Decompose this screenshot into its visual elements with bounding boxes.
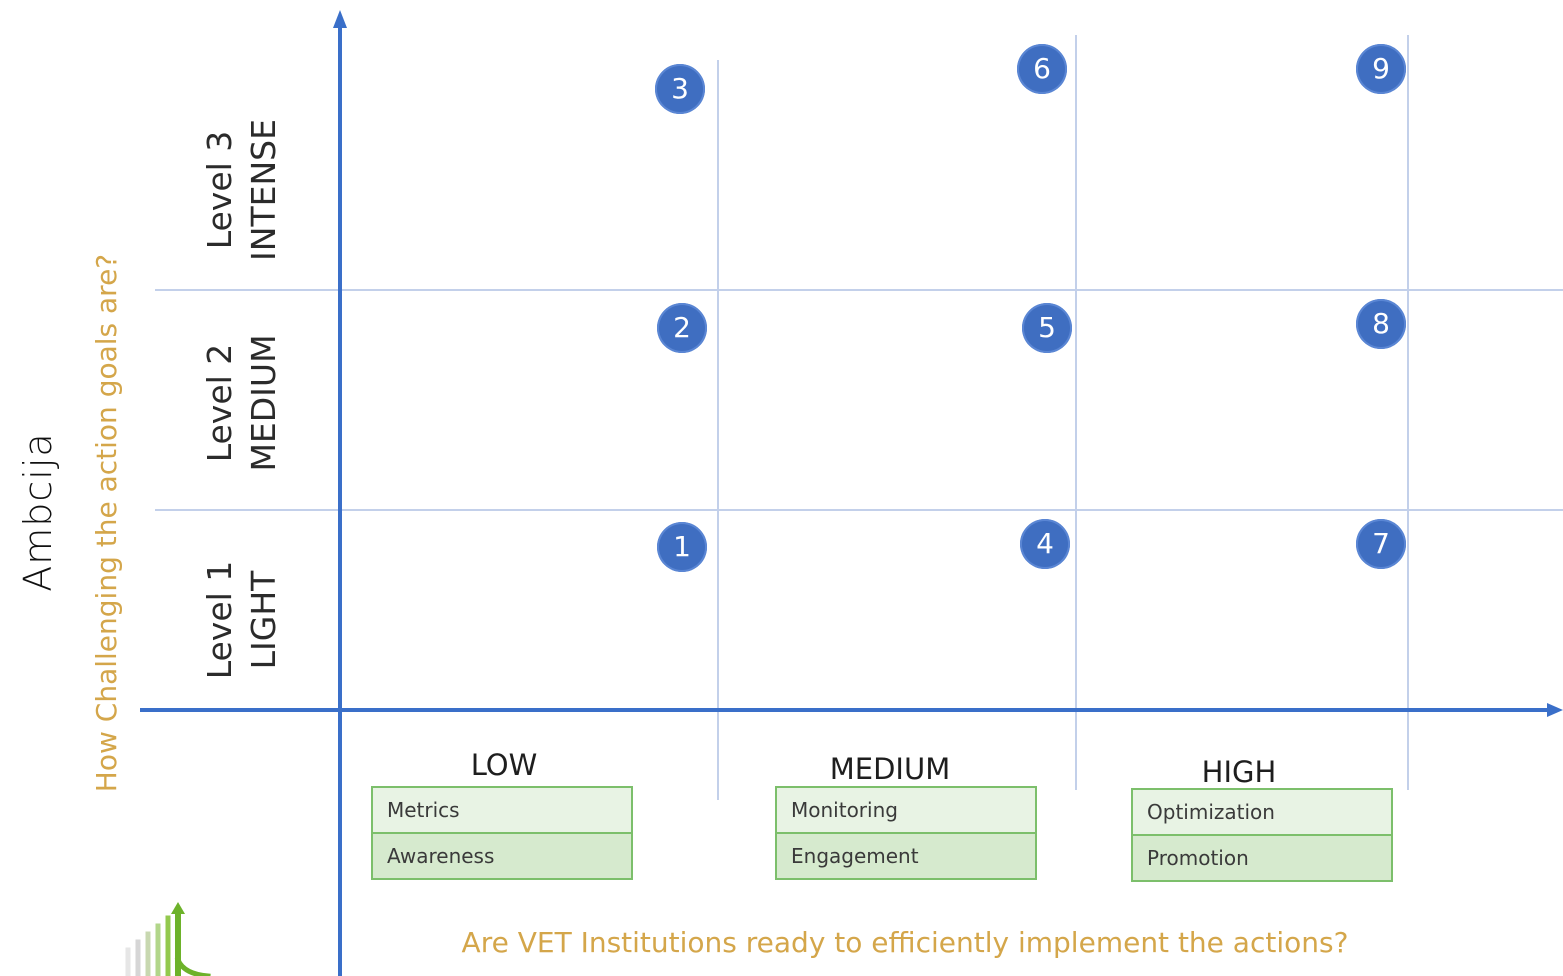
level-2-label: Level 2 MEDIUM [198,298,288,508]
level-1-name: LIGHT [244,570,283,670]
medium-item-engagement: Engagement [777,832,1035,878]
high-item-promotion: Promotion [1133,834,1391,880]
y-axis-question: How Challenging the action goals are? [90,253,123,793]
column-high-box: Optimization Promotion [1131,788,1393,882]
cell-badge-6: 6 [1017,44,1067,94]
column-high-label: HIGH [1201,755,1277,789]
cell-badge-7: 7 [1356,519,1406,569]
x-axis-arrowhead [1547,703,1563,717]
column-medium-label: MEDIUM [829,752,951,786]
y-axis-title: Ambcija [16,432,60,592]
level-3-name: INTENSE [244,119,283,261]
cell-badge-3: 3 [655,64,705,114]
cell-badge-8: 8 [1356,299,1406,349]
medium-item-monitoring: Monitoring [777,788,1035,832]
cell-badge-2: 2 [657,303,707,353]
low-item-awareness: Awareness [373,832,631,878]
cell-badge-9: 9 [1356,44,1406,94]
level-1-label: Level 1 LIGHT [198,515,288,725]
cell-badge-1: 1 [657,522,707,572]
level-1-number: Level 1 [200,560,239,680]
column-low-box: Metrics Awareness [371,786,633,880]
logo-arrows-icon [125,902,211,976]
level-2-number: Level 2 [200,343,239,463]
y-axis-arrowhead [333,10,347,28]
column-medium-box: Monitoring Engagement [775,786,1037,880]
column-low-label: LOW [470,748,538,782]
high-item-optimization: Optimization [1133,790,1391,834]
cell-badge-5: 5 [1022,303,1072,353]
level-2-name: MEDIUM [244,334,283,472]
level-3-label: Level 3 INTENSE [198,85,288,295]
cell-badge-4: 4 [1020,519,1070,569]
level-3-number: Level 3 [200,130,239,250]
low-item-metrics: Metrics [373,788,631,832]
x-axis-question: Are VET Institutions ready to efficientl… [461,926,1349,959]
